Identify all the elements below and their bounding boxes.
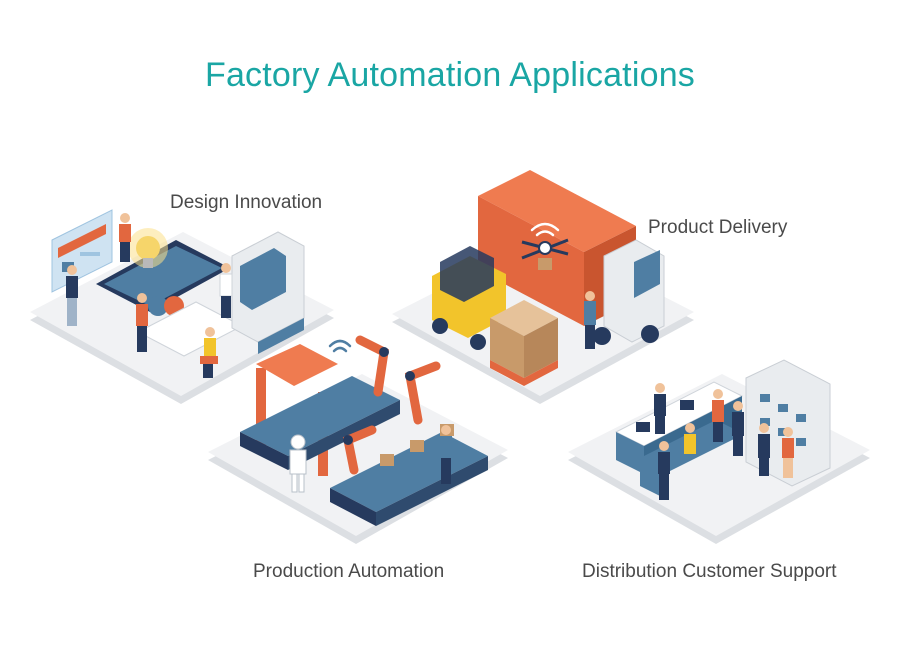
cargo-pallet: [490, 300, 558, 386]
customer-person: [658, 441, 670, 500]
wifi-signal-icon: [530, 222, 560, 237]
shopper-person: [712, 389, 724, 442]
cnc-machine: [231, 231, 305, 354]
label-production-automation: Production Automation: [253, 561, 445, 582]
label-product-delivery: Product Delivery: [648, 217, 788, 238]
humanoid-robot: [289, 434, 307, 493]
delivery-truck: [478, 170, 665, 345]
distribution-scene: [568, 359, 870, 544]
tablet-device: [96, 240, 230, 312]
staff-person: [732, 401, 744, 456]
production-automation-scene: [208, 335, 508, 544]
forklift: [432, 246, 506, 350]
customer-person-2: [782, 427, 794, 478]
designer-person: [119, 213, 131, 262]
monitor-icon: [636, 400, 694, 432]
engineer-person: [219, 263, 233, 318]
clerk-person: [654, 383, 666, 434]
seated-person: [200, 327, 218, 378]
production-worker: [440, 425, 452, 484]
assistant-person: [684, 423, 696, 454]
robot-arm-joints: [343, 347, 415, 445]
label-distribution-customer-support: Distribution Customer Support: [582, 561, 837, 582]
design-innovation-scene: [30, 209, 334, 404]
presenter-person: [66, 265, 78, 326]
product-delivery-scene: [392, 170, 694, 404]
conveyor-belt-upper: [240, 376, 400, 470]
page-title: Factory Automation Applications: [204, 56, 696, 94]
label-design-innovation: Design Innovation: [170, 192, 323, 213]
wifi-signal-icon: [328, 339, 352, 353]
browsing-person: [758, 423, 770, 476]
lightbulb-icon: [128, 228, 168, 268]
drone-icon: [521, 238, 569, 270]
worker-person: [136, 293, 148, 352]
delivery-worker: [584, 291, 596, 349]
